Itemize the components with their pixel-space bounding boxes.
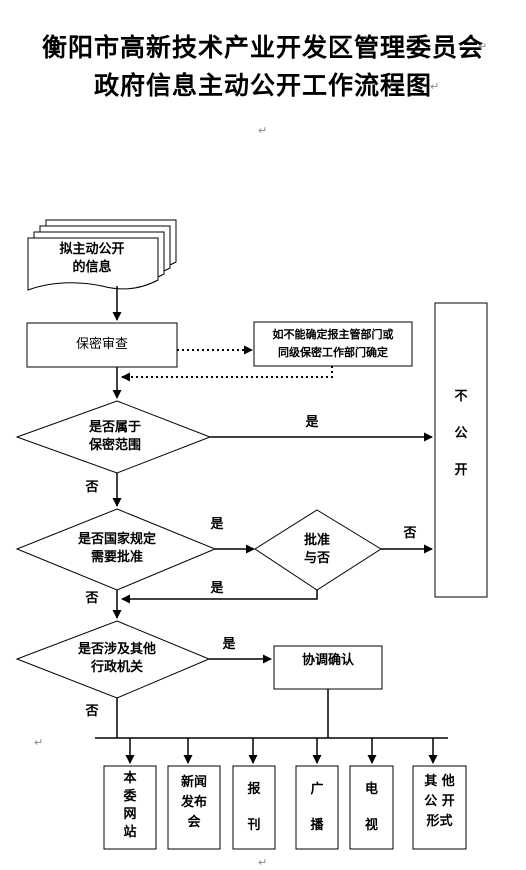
edge-label-no-1: 否 [85, 480, 99, 495]
channel-box-website [103, 765, 157, 850]
channel-newspaper-label: 报 刊 [247, 782, 261, 833]
title-line-2: 政府信息主动公开工作流程图 [93, 71, 432, 100]
no-disclose-box [434, 302, 488, 598]
channel-box-press [167, 765, 221, 850]
channel-press-label: 新闻 发布 会 [180, 775, 207, 830]
edge-label-yes-1: 是 [305, 415, 319, 430]
channel-broadcast-label: 广 播 [310, 782, 324, 833]
start-label: 拟主动公开 的信息 [59, 242, 125, 275]
channel-tv-label: 电 视 [364, 782, 378, 833]
edge-label-yes-3: 是 [222, 637, 236, 652]
channel-box-tv [349, 765, 394, 850]
coord-label: 协调确认 [301, 653, 354, 668]
paragraph-mark: ↵ [478, 40, 488, 53]
no-disclose-label: 不 公 开 [454, 389, 468, 478]
channel-box-other [412, 765, 467, 850]
review-label: 保密审查 [75, 337, 128, 352]
channel-website-label: 本 委 网 站 [123, 771, 137, 840]
unsure-box [253, 321, 413, 367]
paragraph-mark: ↵ [258, 124, 268, 137]
coord-box [273, 645, 383, 690]
paragraph-mark: ↵ [430, 80, 440, 93]
edge-label-yes-2: 是 [210, 517, 224, 532]
edge-label-no-2: 否 [85, 591, 99, 606]
decision-1-label: 是否属于 保密范围 [88, 420, 141, 453]
review-box [26, 322, 178, 368]
paragraph-mark: ↵ [258, 856, 268, 869]
edge-label-yes-approve: 是 [210, 581, 224, 596]
unsure-label: 如不能确定报主管部门或 同级保密工作部门确定 [272, 328, 394, 359]
edge-label-no-3: 否 [85, 704, 99, 719]
title-line-1: 衡阳市高新技术产业开发区管理委员会 [41, 33, 484, 62]
start-document-shape [27, 219, 177, 291]
decision-2-label: 是否国家规定 需要批准 [77, 532, 156, 565]
dotted-return-arrow [121, 366, 333, 382]
approve-label: 批准 与否 [303, 533, 330, 566]
edge-label-no-approve: 否 [403, 526, 417, 541]
channel-box-newspaper [232, 765, 276, 850]
channel-other-label: 其 他 公 开 形式 [424, 774, 455, 829]
channel-box-broadcast [295, 765, 339, 850]
decision-3-label: 是否涉及其他 行政机关 [77, 642, 156, 675]
paragraph-mark: ↵ [34, 736, 44, 749]
